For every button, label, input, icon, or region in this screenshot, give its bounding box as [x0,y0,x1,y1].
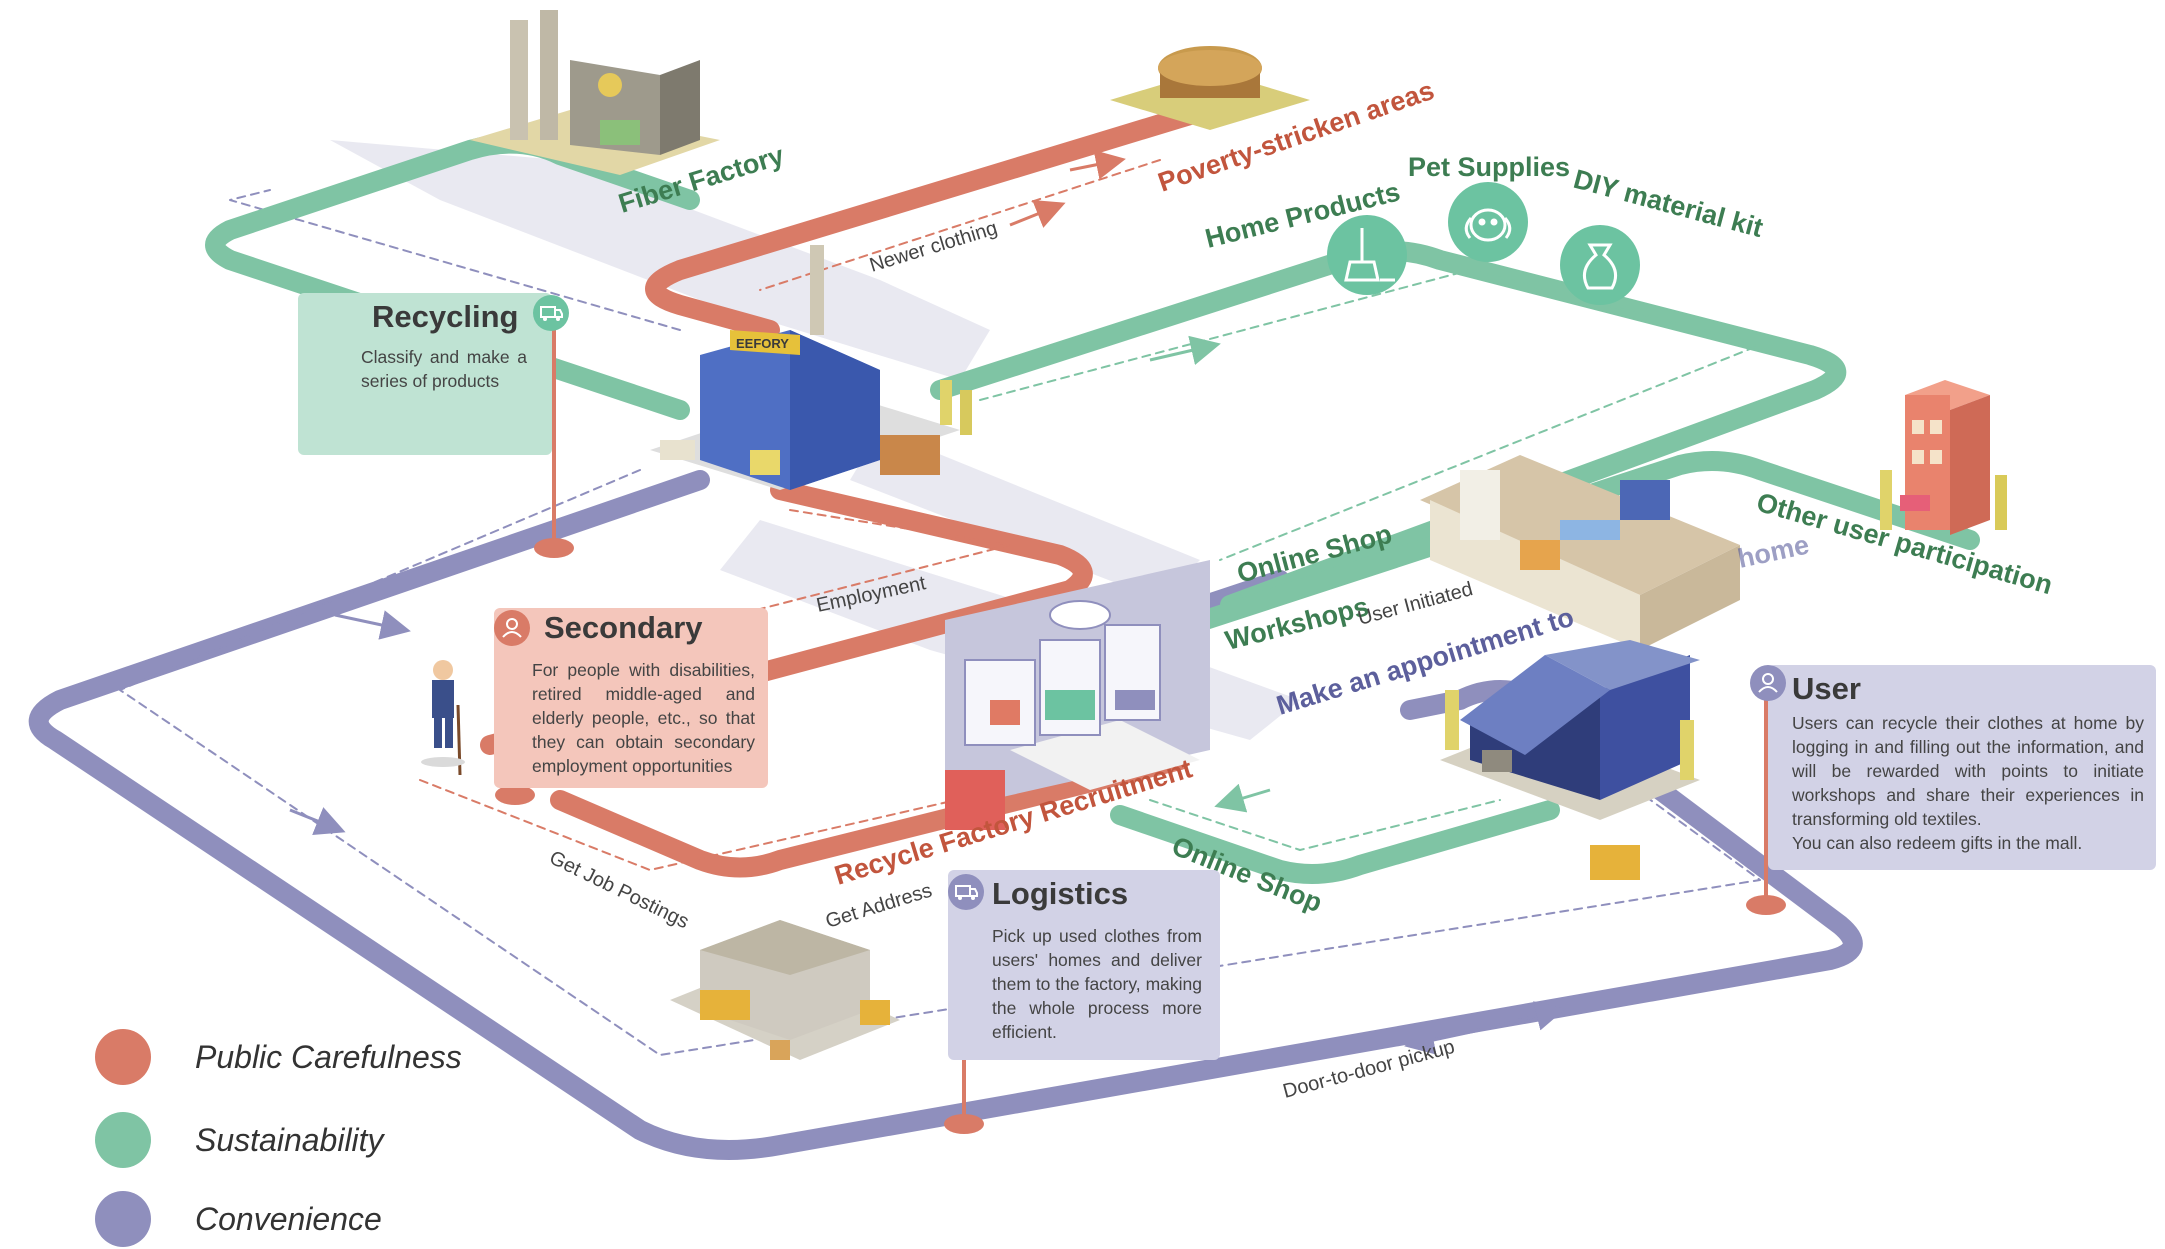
label-newer-clothing: Newer clothing [867,217,1000,277]
elderly-worker-illustration [421,660,465,776]
recycling-title: Recycling [372,299,519,334]
user-card: User Users can recycle their clothes at … [1750,665,2156,870]
legend-swatch [95,1029,151,1085]
user-house-illustration [1440,640,1700,880]
person-icon [494,610,530,646]
secondary-title: Secondary [544,610,703,645]
workshop-room-illustration [1420,455,1740,650]
apartment-building-illustration [1880,380,2007,535]
legend-label: Convenience [195,1201,382,1237]
label-home: home [1735,530,1812,574]
legend-label: Public Carefulness [195,1039,462,1075]
label-get-job: Get Job Postings [546,847,693,934]
truck-icon [533,295,569,331]
dog-icon [1464,208,1512,242]
logistics-card: Logistics Pick up used clothes from user… [948,870,1220,1060]
location-pins [495,322,1786,1134]
route-arrows [289,149,1566,1055]
app-platform-illustration [945,560,1210,830]
logistics-title: Logistics [992,876,1129,911]
product-icons [1327,182,1640,305]
legend-swatch [95,1191,151,1247]
broom-icon [1344,228,1395,282]
secondary-card: Secondary For people with disabilities, … [494,608,768,788]
legend-swatch [95,1112,151,1168]
sustainability-route [205,133,1980,884]
secondary-body: For people with disabilities, retired mi… [532,660,755,776]
warehouse-illustration [670,920,900,1060]
recycling-body: Classify and make a series of products [361,347,527,391]
user-title: User [1792,671,1861,706]
legend-label: Sustainability [195,1122,384,1158]
public-carefulness-route [419,105,1200,878]
label-pet-supplies: Pet Supplies [1408,152,1570,182]
bag-icon [1582,243,1618,290]
central-factory-illustration: EEFORY [650,245,972,490]
user-body: Users can recycle their clothes at home … [1792,713,2144,853]
person-icon [1750,665,1786,701]
truck-icon [948,874,984,910]
label-user-initiated: User Initiated [1356,578,1476,630]
fiber-factory-illustration [470,10,720,175]
factory-sign: EEFORY [736,336,789,351]
poverty-hut-illustration [1110,46,1310,130]
logistics-body: Pick up used clothes from users' homes a… [992,926,1202,1042]
recycling-card: Recycling Classify and make a series of … [298,293,569,455]
